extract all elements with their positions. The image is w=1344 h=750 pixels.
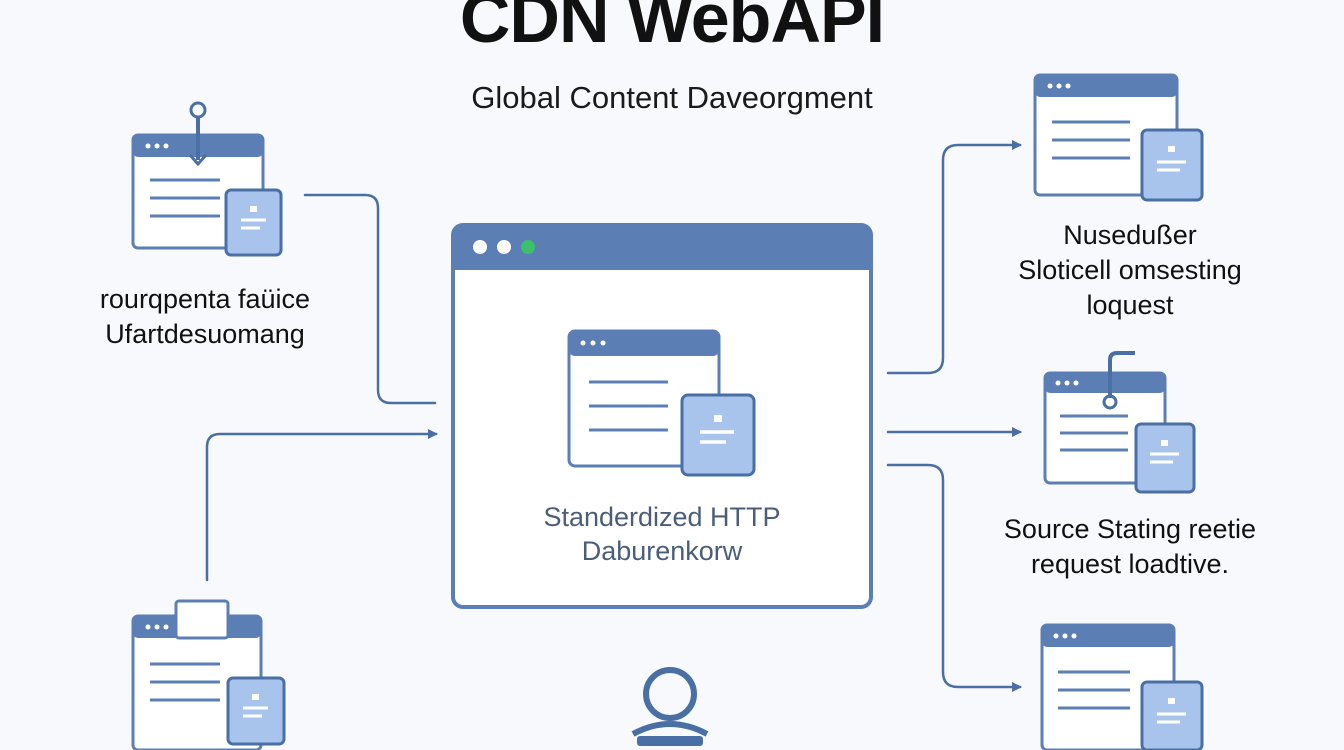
connector-left-top bbox=[303, 193, 437, 405]
right-top-label: Nusedußer Sloticell omsesting loquest bbox=[1018, 220, 1242, 320]
connector-right-bottom bbox=[886, 463, 1022, 692]
left-bottom-page-icon bbox=[131, 599, 286, 750]
center-browser-window bbox=[451, 223, 873, 609]
right-middle-page-icon bbox=[1043, 351, 1196, 494]
right-bottom-page-icon bbox=[1040, 623, 1204, 750]
left-top-page-icon bbox=[131, 101, 283, 257]
center-label: Standerdized HTTP Daburenkorw bbox=[543, 502, 781, 566]
user-icon bbox=[631, 667, 709, 746]
left-top-label: rourqpenta faüice Ufartdesuomang bbox=[99, 284, 311, 349]
diagram-title: CDN WebAPI bbox=[459, 0, 885, 57]
connector-right-top bbox=[886, 140, 1022, 375]
right-middle-label: Source Stating reetie request loadtive. bbox=[1003, 514, 1257, 579]
diagram-subtitle: Global Content Daveorgment bbox=[471, 80, 873, 115]
right-top-page-icon bbox=[1033, 73, 1204, 202]
connector-left-bottom bbox=[205, 429, 438, 582]
